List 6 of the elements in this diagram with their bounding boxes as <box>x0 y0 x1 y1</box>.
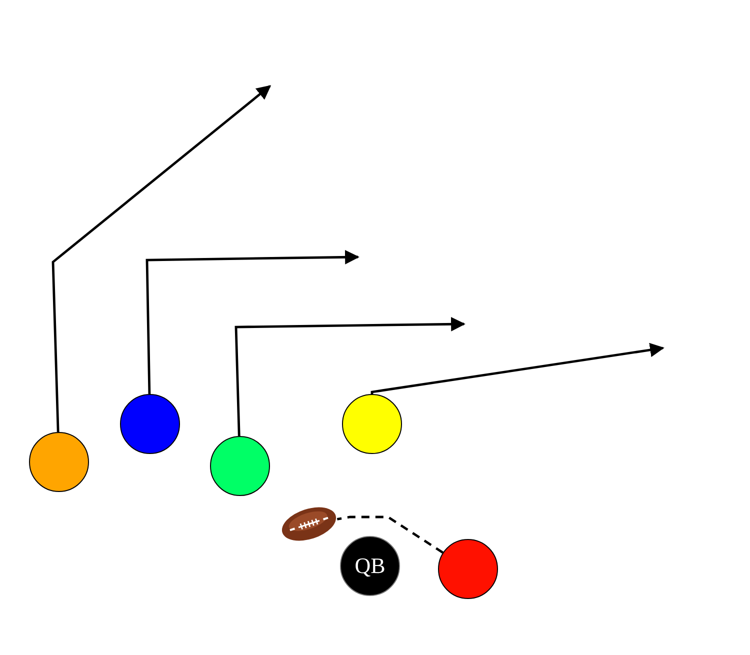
player-circle: QB <box>340 536 400 596</box>
route-arrow <box>234 316 466 436</box>
route-arrow <box>146 250 360 394</box>
dashed-line <box>336 516 444 554</box>
route-arrow <box>370 342 664 395</box>
route-arrow <box>52 85 272 432</box>
